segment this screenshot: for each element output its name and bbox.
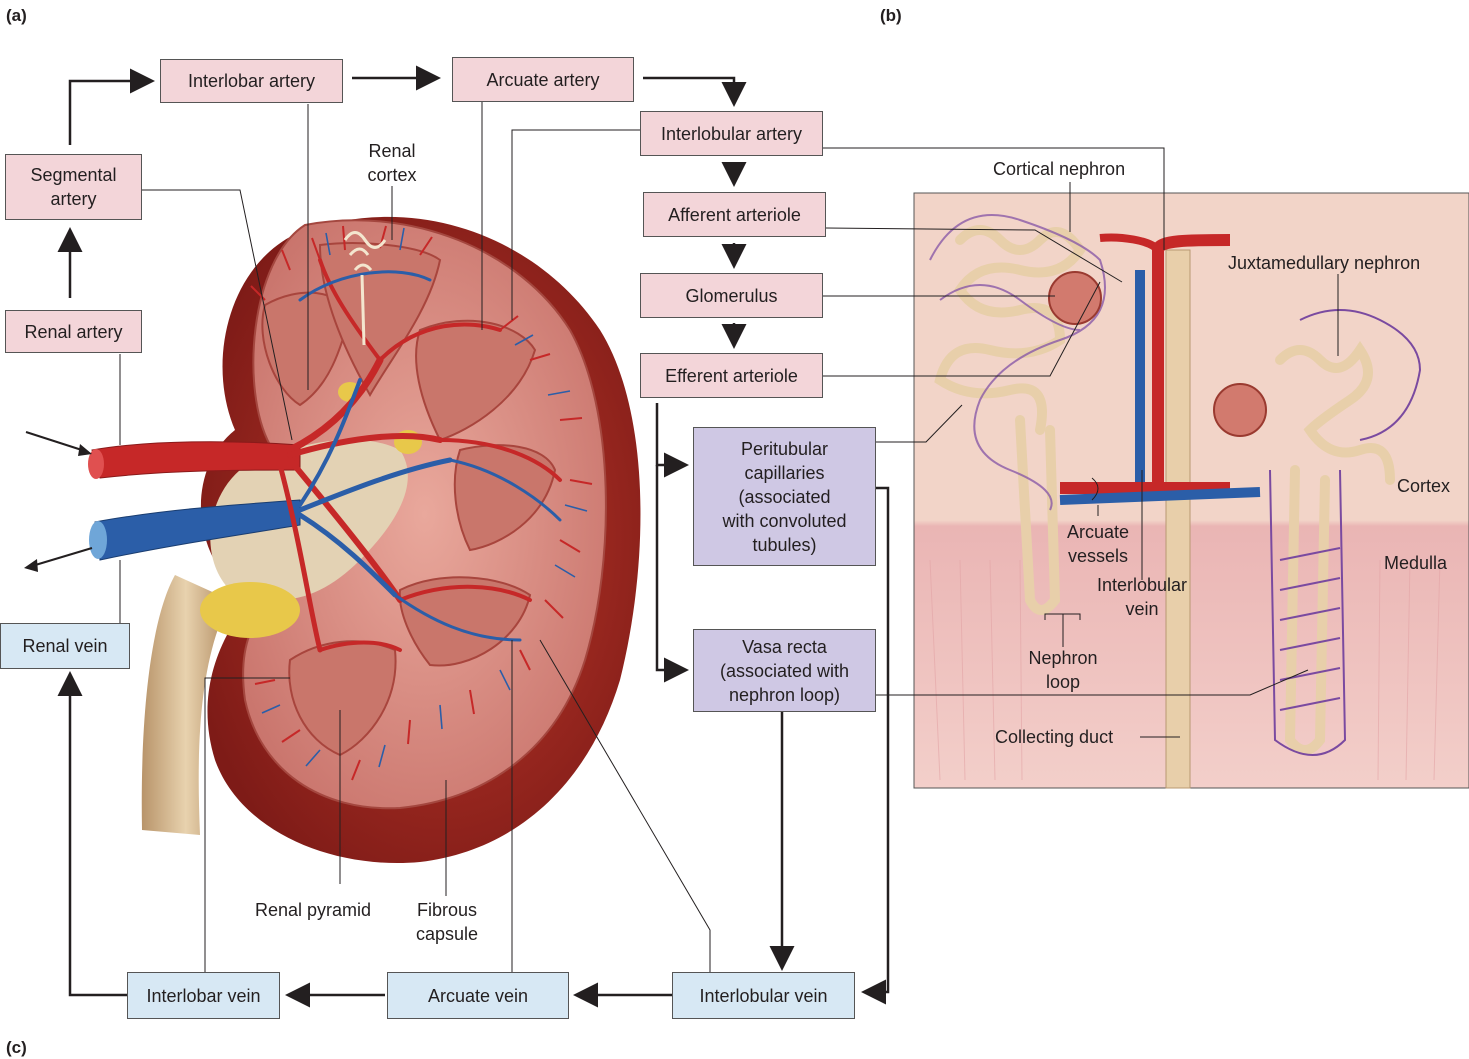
afferent-arteriole-box: Afferent arteriole [643, 192, 826, 237]
leader-peritubular-capillaries [876, 405, 962, 442]
leader-nephron-loop [1045, 614, 1080, 647]
arrow-segmental-to-interlobar [70, 81, 150, 145]
interlobular-vein-box: Interlobular vein [672, 972, 855, 1019]
arcuate-artery-box: Arcuate artery [452, 57, 634, 102]
cortex-label: Cortex [1397, 474, 1450, 498]
cortical-nephron-label: Cortical nephron [993, 157, 1125, 181]
arcuate-vein-box: Arcuate vein [387, 972, 569, 1019]
arrow-efferent-to-peritubular [657, 403, 684, 465]
vasa-recta-box: Vasa recta (associated with nephron loop… [693, 629, 876, 712]
interlobular-artery-box: Interlobular artery [640, 111, 823, 156]
interlobar-vein-box: Interlobar vein [127, 972, 280, 1019]
interlobar-artery-box: Interlobar artery [160, 59, 343, 103]
leader-interlobar-vein [205, 678, 290, 972]
leader-afferent-arteriole [826, 228, 1122, 282]
leader-interlobular-artery [512, 130, 640, 320]
leader-segmental-artery [142, 190, 292, 440]
renal-artery-box: Renal artery [5, 310, 142, 353]
collecting-duct-label: Collecting duct [995, 725, 1113, 749]
renal-vein-box: Renal vein [0, 623, 130, 669]
juxtamedullary-nephron-label: Juxtamedullary nephron [1228, 251, 1420, 275]
efferent-arteriole-box: Efferent arteriole [640, 353, 823, 398]
medulla-label: Medulla [1384, 551, 1447, 575]
leader-interlobular-vein [540, 640, 710, 972]
glomerulus-box: Glomerulus [640, 273, 823, 318]
renal-pyramid-label: Renal pyramid [255, 898, 371, 922]
arrow-efferent-to-vasa-recta [657, 465, 684, 670]
peritubular-capillaries-box: Peritubular capillaries (associated with… [693, 427, 876, 566]
arrow-arcuate-to-interlobular [643, 78, 734, 102]
arrow-interlobar-to-renal-vein [70, 676, 127, 995]
leader-arcuate-vessels [1092, 478, 1098, 516]
